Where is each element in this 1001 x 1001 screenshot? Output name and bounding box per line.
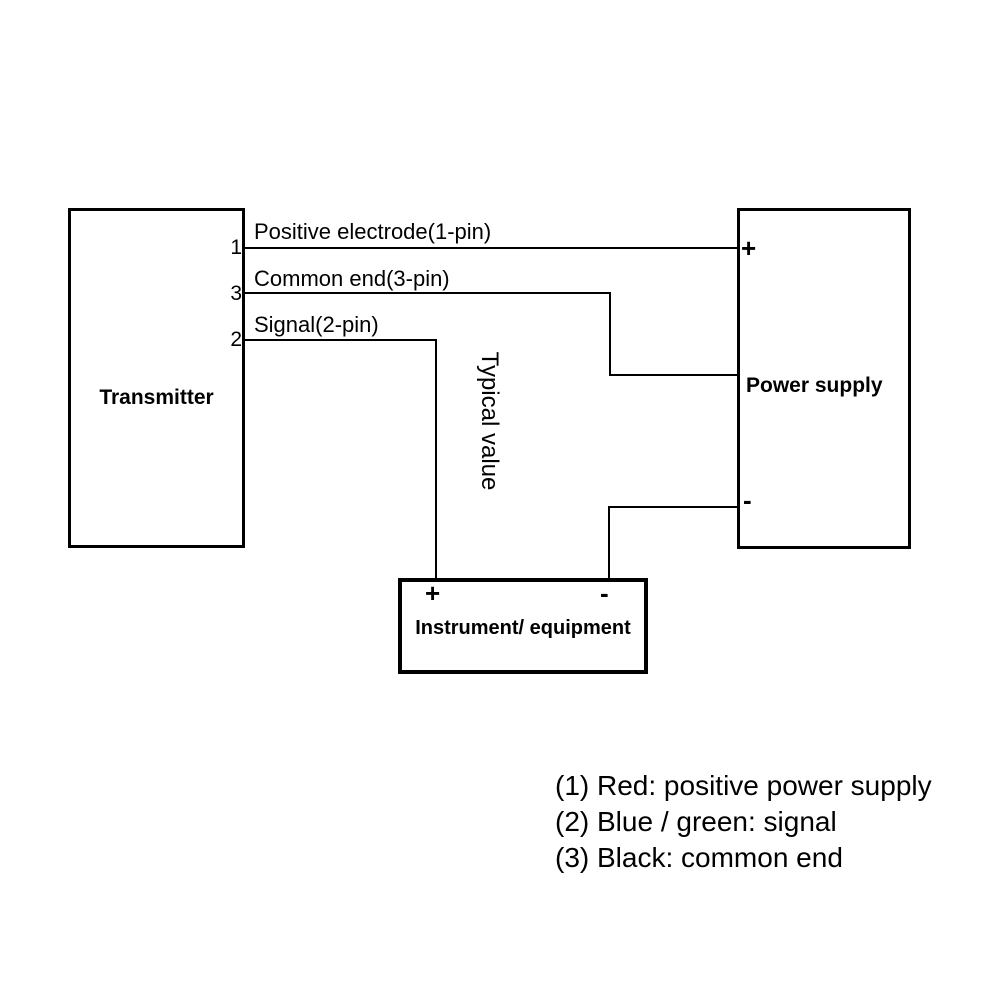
wire-positive-label: Positive electrode(1-pin)	[254, 219, 492, 244]
pin-2-number: 2	[230, 328, 242, 351]
instrument-box	[398, 578, 648, 674]
instrument-minus-terminal: -	[600, 578, 609, 608]
wire-common-horizontal-2	[609, 374, 737, 376]
transmitter-label: Transmitter	[99, 386, 214, 409]
wire-minus-vertical	[608, 506, 610, 578]
legend-line-black: (3) Black: common end	[555, 842, 843, 873]
instrument-label: Instrument/ equipment	[415, 617, 631, 639]
power-supply-plus-terminal: +	[741, 233, 757, 263]
legend: (1) Red: positive power supply (2) Blue …	[555, 768, 932, 876]
wire-common-horizontal-1	[245, 292, 611, 294]
power-supply-minus-terminal: -	[743, 485, 752, 515]
legend-line-red: (1) Red: positive power supply	[555, 770, 932, 801]
wire-signal-vertical	[435, 339, 437, 578]
wire-signal-label: Signal(2-pin)	[254, 312, 379, 337]
pin-1-number: 1	[230, 236, 242, 259]
power-supply-box	[737, 208, 911, 549]
instrument-plus-terminal: +	[425, 578, 441, 608]
legend-line-blue-green: (2) Blue / green: signal	[555, 806, 837, 837]
transmitter-box	[68, 208, 245, 548]
wire-minus-horizontal	[608, 506, 737, 508]
wire-common-label: Common end(3-pin)	[254, 266, 450, 291]
wire-positive-horizontal	[245, 247, 737, 249]
wire-signal-horizontal	[245, 339, 437, 341]
typical-value-note: Typical value	[476, 351, 503, 491]
wire-common-vertical	[609, 292, 611, 376]
power-supply-label: Power supply	[746, 374, 883, 397]
pin-3-number: 3	[230, 282, 242, 305]
